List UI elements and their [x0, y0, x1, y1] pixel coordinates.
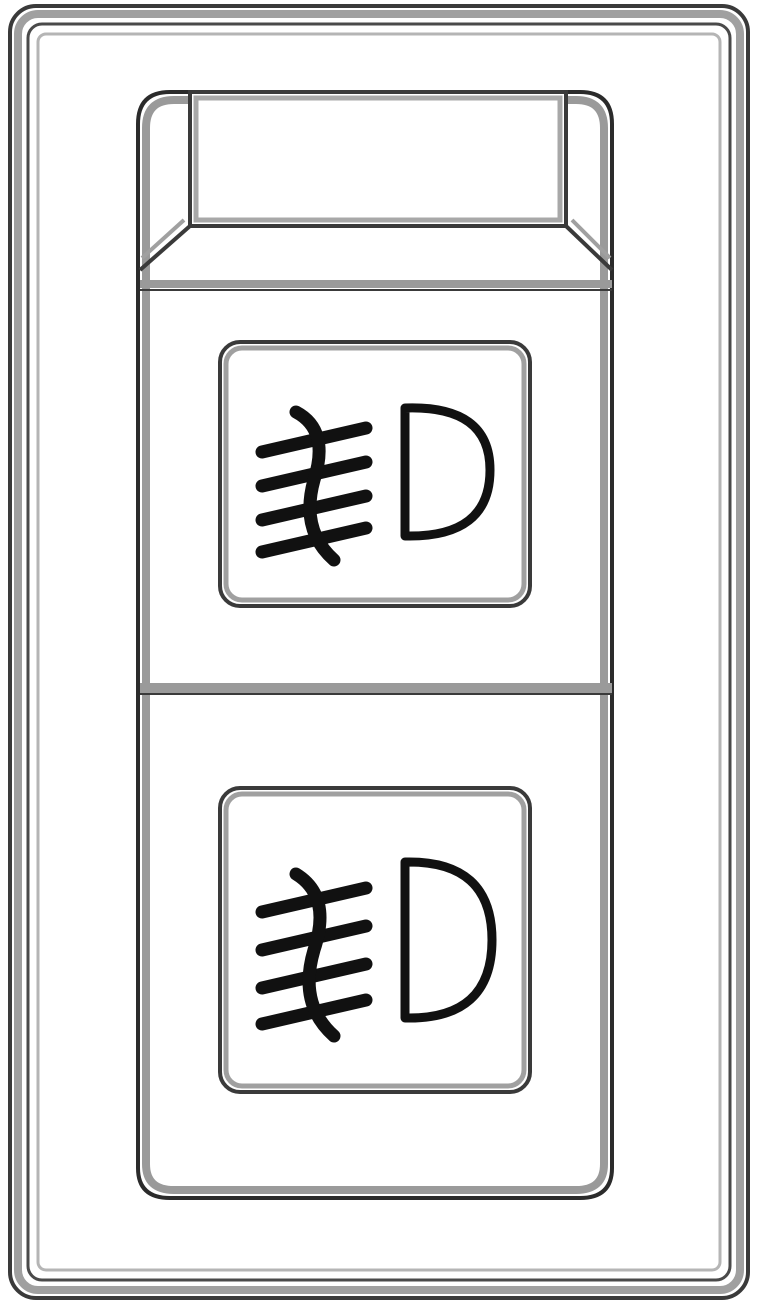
- section-divider-middle: [140, 683, 612, 695]
- fog-light-switch-upper[interactable]: [218, 340, 532, 608]
- indicator-window: [138, 90, 614, 272]
- section-divider-top: [140, 280, 612, 291]
- fog-light-switch-lower[interactable]: [218, 786, 532, 1094]
